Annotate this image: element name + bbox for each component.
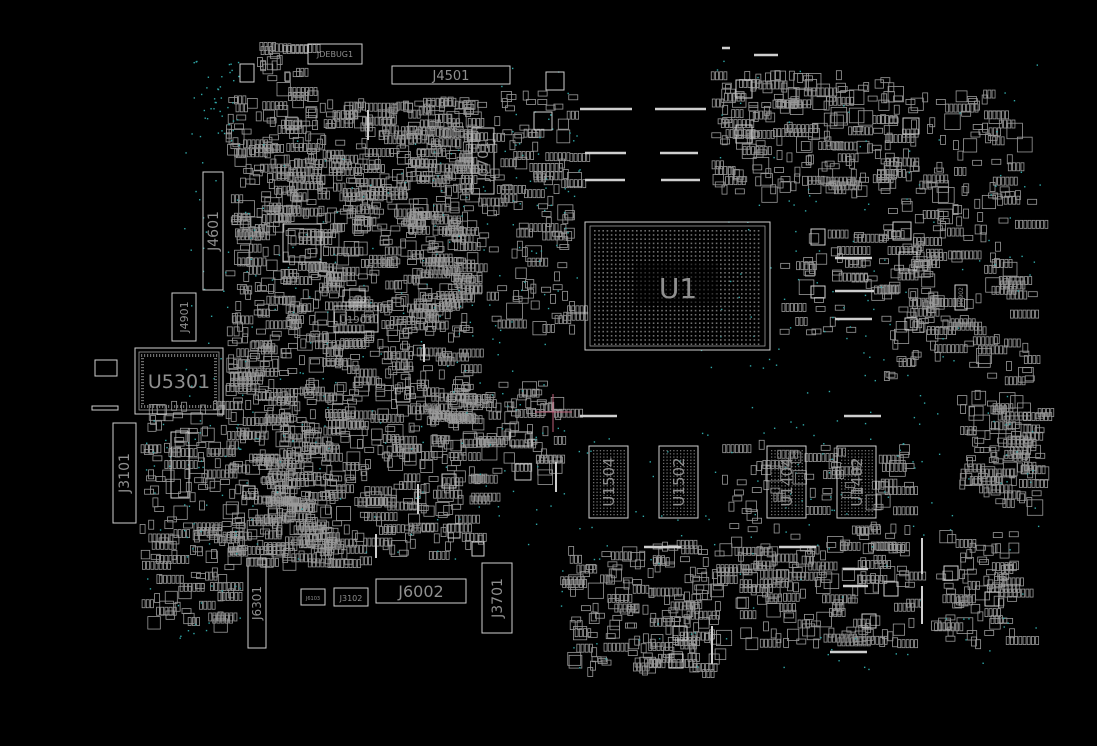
component-u1402[interactable]: U1402: [836, 445, 877, 519]
component-label-u1903: U1903: [340, 315, 373, 326]
connector-label-j3701: J3701: [490, 578, 506, 619]
trace-segments-vertical: [367, 110, 923, 664]
other-components: [91, 63, 1000, 669]
connector-j6103[interactable]: J6103: [300, 588, 326, 606]
passive-components: [139, 42, 1055, 678]
connector-label-j6301: J6301: [250, 586, 264, 621]
connector-j0701[interactable]: J0701: [471, 127, 495, 195]
connector-j4501[interactable]: J4501: [391, 65, 511, 85]
trace-segments: [580, 46, 881, 654]
connector-jdebug1[interactable]: JDEBUG1: [307, 43, 363, 65]
component-label-u1402: U1402: [848, 457, 866, 506]
component-u1502[interactable]: U1502: [658, 445, 699, 519]
component-u1[interactable]: U1: [584, 221, 771, 351]
connector-label-j3102: J3102: [339, 594, 363, 603]
connector-label-j4601: J4601: [206, 211, 222, 252]
connector-j6301[interactable]: J6301: [247, 557, 267, 649]
connector-label-j4501: J4501: [432, 69, 470, 84]
connector-j3701[interactable]: J3701: [481, 562, 513, 634]
connector-j4601[interactable]: J4601: [202, 171, 224, 291]
component-label-u5301: U5301: [148, 371, 210, 393]
connector-j6002[interactable]: J6002: [375, 578, 467, 604]
connector-label-j3101: J3101: [117, 453, 133, 494]
component-label-u1: U1: [659, 272, 697, 305]
cursor-crosshair: [535, 394, 572, 432]
component-u1504[interactable]: U1504: [588, 445, 629, 519]
connector-j4901[interactable]: J4901: [171, 292, 197, 342]
connector-label-j0701: J0701: [476, 141, 492, 182]
connector-j3102[interactable]: J3102: [333, 587, 369, 607]
connector-label-jdebug1: JDEBUG1: [316, 50, 353, 59]
component-label-u1502: U1502: [670, 457, 688, 506]
connector-label-j6002: J6002: [397, 582, 443, 601]
connector-label-j6103: J6103: [305, 596, 320, 602]
component-u5301[interactable]: U5301: [134, 347, 224, 415]
u5301-pads: [141, 354, 218, 408]
component-u1404[interactable]: U1404: [766, 445, 807, 519]
connector-j3101[interactable]: J3101: [112, 422, 137, 524]
component-label-u5902: U5902: [958, 287, 965, 307]
component-u5902[interactable]: U5902: [954, 284, 968, 311]
component-u1903[interactable]: U1903: [333, 305, 379, 333]
component-label-u1504: U1504: [600, 457, 618, 506]
connector-label-j4901: J4901: [178, 301, 191, 333]
component-label-u1404: U1404: [778, 457, 796, 506]
